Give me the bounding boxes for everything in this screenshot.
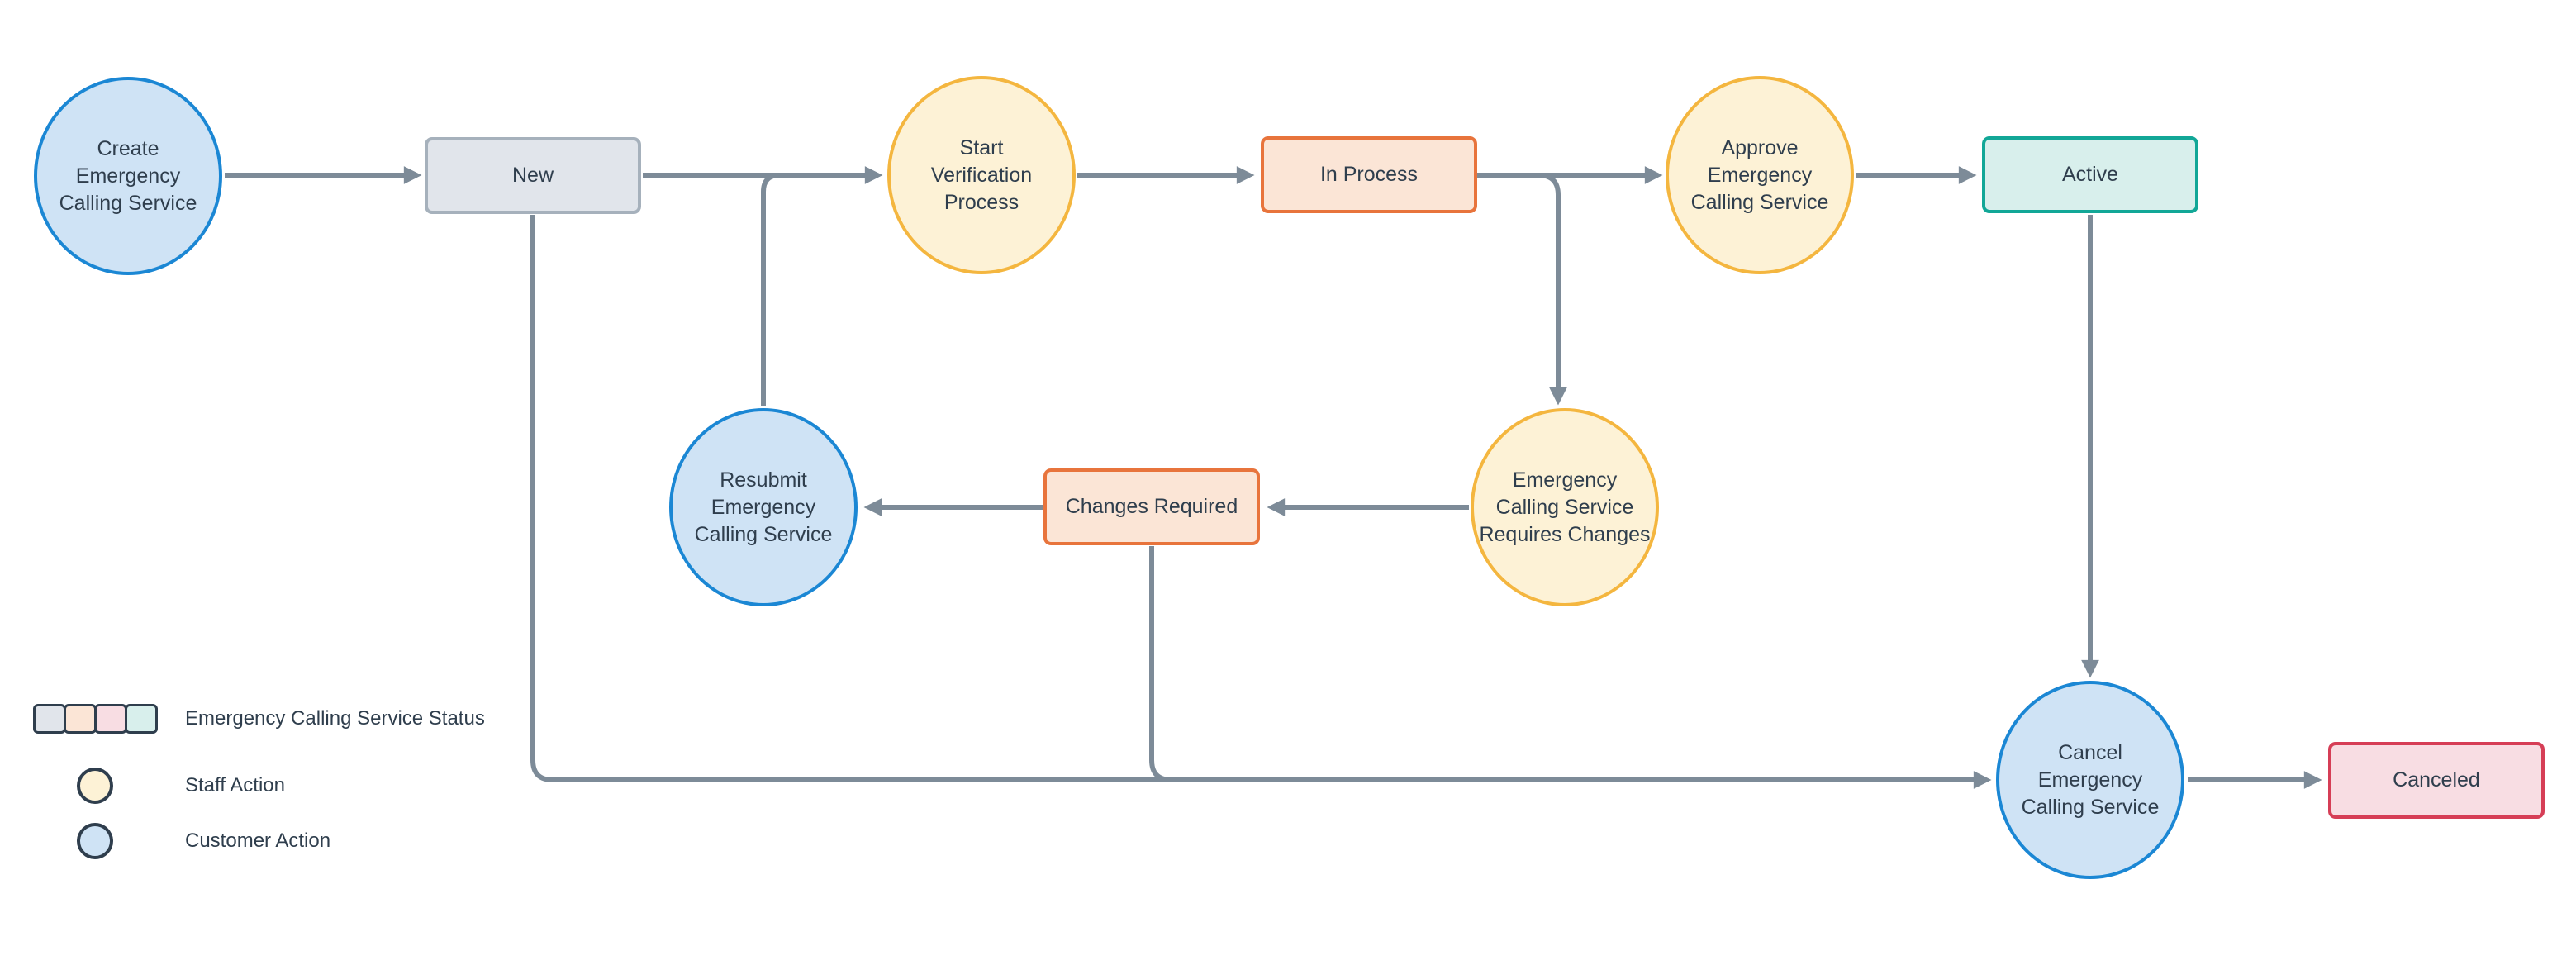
legend-status-label: Emergency Calling Service Status	[185, 707, 485, 730]
node-status-changes-required: Changes Required	[1043, 468, 1260, 545]
node-status-new: New	[425, 137, 641, 214]
legend-staff-action-circle	[77, 768, 113, 804]
legend-staff-action-label: Staff Action	[185, 774, 285, 796]
legend-swatch-active	[125, 704, 158, 734]
node-resubmit-emergency-calling-service: Resubmit Emergency Calling Service	[669, 408, 858, 606]
edge-new-to-cancel	[530, 215, 1992, 789]
node-start-verification-process: Start Verification Process	[887, 76, 1076, 274]
edge-changes-required-to-cancel	[1149, 546, 1172, 782]
node-status-in-process: In Process	[1261, 136, 1477, 213]
edge-in-process-to-requires-changes	[1538, 173, 1567, 406]
node-emergency-calling-service-requires-changes: Emergency Calling Service Requires Chang…	[1471, 408, 1659, 606]
node-cancel-emergency-calling-service: Cancel Emergency Calling Service	[1996, 681, 2184, 879]
legend-swatch-in-process	[64, 704, 97, 734]
node-create-emergency-calling-service: Create Emergency Calling Service	[34, 77, 222, 275]
edge-resubmit-to-start-verification	[761, 173, 781, 406]
node-status-active: Active	[1982, 136, 2198, 213]
legend-customer-action-label: Customer Action	[185, 830, 331, 852]
node-approve-emergency-calling-service: Approve Emergency Calling Service	[1666, 76, 1854, 274]
legend-customer-action-circle	[77, 823, 113, 859]
node-status-canceled: Canceled	[2328, 742, 2545, 819]
legend-swatch-canceled	[94, 704, 127, 734]
legend-status-swatches	[33, 704, 158, 734]
legend-swatch-new	[33, 704, 66, 734]
